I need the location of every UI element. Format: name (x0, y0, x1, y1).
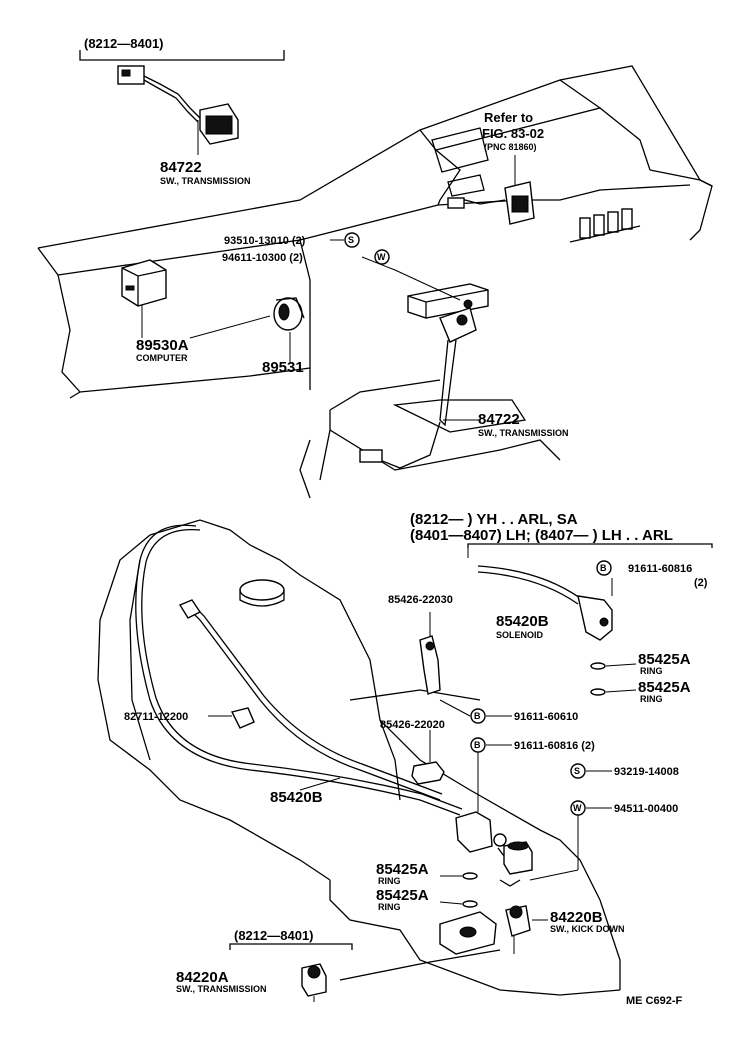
pn-85426-22030: 85426-22030 (388, 594, 453, 606)
refer-fig-label: FIG. 83-02 (482, 126, 544, 141)
symbol-s-circle-bottom (570, 763, 586, 779)
computer-89530a (121, 259, 167, 338)
pn-84220a: 84220A (176, 969, 229, 986)
figure-code: ME C692-F (626, 995, 683, 1007)
symbol-s-bottom: S (574, 766, 580, 776)
pn-93510: 93510-13010 (2) (224, 235, 306, 247)
desc-ring-d: RING (378, 902, 401, 912)
pn-89531: 89531 (262, 359, 304, 376)
leader-ring-a (605, 663, 637, 667)
pn-85420b-upper: 85420B (496, 613, 549, 630)
solenoid-lower (493, 833, 533, 887)
pn-94611: 94611-10300 (2) (222, 252, 303, 264)
pn-85426-22020: 85426-22020 (380, 719, 445, 731)
pn-84722-bottom: 84722 (478, 411, 520, 428)
symbol-b-circle-b (470, 708, 486, 724)
desc-ring-b: RING (640, 694, 663, 704)
qty-91611-60816-a: (2) (694, 577, 708, 589)
pn-91611-60610: 91611-60610 (514, 711, 578, 723)
leader-ring-d (439, 901, 463, 905)
desc-85420b-upper: SOLENOID (496, 630, 544, 640)
connector-refer-fig (447, 155, 535, 225)
symbol-s-top: S (348, 235, 354, 245)
bottom-range-label: (8212—8401) (234, 928, 314, 943)
solenoid-85420b-upper (467, 543, 713, 641)
symbol-b-circle-c (470, 737, 486, 753)
sensor-89531 (189, 297, 305, 362)
clamp-82711 (208, 707, 255, 729)
symbol-b-circle-a (596, 560, 612, 576)
pn-85425a-a: 85425A (638, 651, 691, 668)
top-range-label: (8212—8401) (84, 36, 164, 51)
symbol-w-circle-bottom (570, 800, 586, 816)
desc-84722-bottom: SW., TRANSMISSION (478, 428, 569, 438)
symbol-b-c: B (474, 740, 481, 750)
desc-ring-a: RING (640, 666, 663, 676)
kickdown-switch-84220b (439, 905, 548, 955)
refer-to-label: Refer to (484, 110, 533, 125)
shifter-assembly (299, 283, 561, 499)
pn-85420b-lower: 85420B (270, 789, 323, 806)
pn-85425a-b: 85425A (638, 679, 691, 696)
switch-84722-top (117, 65, 239, 155)
desc-84722-top: SW., TRANSMISSION (160, 176, 251, 186)
ring-lower-a (462, 872, 478, 880)
desc-ring-c: RING (378, 876, 401, 886)
range-line-2: (8401—8407) LH; (8407— ) LH . . ARL (410, 527, 673, 544)
pn-91611-60816-a: 91611-60816 (628, 563, 692, 575)
refer-pnc-label: (PNC 81860) (484, 142, 537, 152)
pn-89530a: 89530A (136, 337, 189, 354)
switch-84220a (229, 943, 501, 1002)
range-line-1: (8212— ) YH . . ARL, SA (410, 511, 578, 528)
symbol-w-circle-top (374, 249, 390, 265)
pn-85425a-d: 85425A (376, 887, 429, 904)
symbol-w-top: W (377, 252, 386, 262)
ring-upper-a (590, 662, 606, 670)
bracket-85426-22020 (411, 730, 445, 785)
pn-84722-top: 84722 (160, 159, 202, 176)
bracket-85426-22030 (419, 612, 471, 717)
leader-lines-bottom (477, 715, 612, 881)
desc-84220b: SW., KICK DOWN (550, 924, 625, 934)
pn-91611-60816-b: 91611-60816 (2) (514, 740, 595, 752)
pn-82711: 82711-12200 (124, 711, 188, 723)
cable-85420b (135, 524, 493, 853)
symbol-b-b: B (474, 711, 481, 721)
symbol-w-bottom: W (573, 803, 582, 813)
desc-89530a: COMPUTER (136, 353, 188, 363)
symbol-b-a: B (600, 563, 607, 573)
symbol-s-circle-top (344, 232, 360, 248)
ring-upper-b (590, 688, 606, 696)
pn-84220b: 84220B (550, 909, 603, 926)
desc-84220a: SW., TRANSMISSION (176, 984, 267, 994)
pn-94511: 94511-00400 (614, 803, 678, 815)
pn-85425a-c: 85425A (376, 861, 429, 878)
ring-lower-b (462, 900, 478, 908)
pn-93219: 93219-14008 (614, 766, 679, 778)
leader-ring-b (605, 689, 637, 693)
transmission-outline (97, 519, 621, 996)
